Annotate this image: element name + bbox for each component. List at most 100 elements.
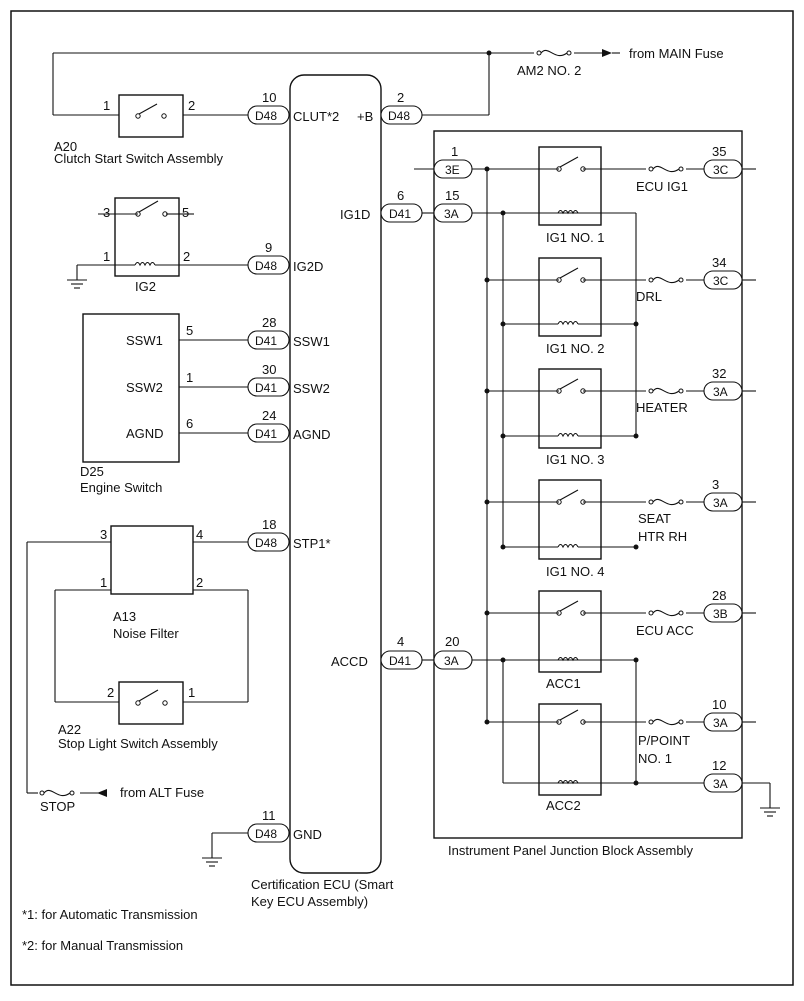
accd-label: ACCD [331, 654, 368, 669]
output-num-1: 35 [712, 144, 726, 159]
ig2-relay [67, 197, 248, 289]
note-1: *1: for Automatic Transmission [22, 907, 198, 922]
fuse-terminal [648, 388, 654, 394]
main-power-wiring [52, 49, 620, 116]
a13-code: A13 [113, 609, 136, 624]
relay-coil-icon [557, 656, 579, 662]
a13-pin4: 4 [196, 527, 203, 542]
a20-pin1: 1 [103, 98, 110, 113]
in-ig1-conn: 3A [444, 207, 459, 221]
jb-bus-wiring [472, 166, 704, 786]
d25-agnd: AGND [126, 426, 164, 441]
ssw2-num: 30 [262, 362, 276, 377]
fuse-terminal [678, 388, 684, 394]
output-conn-3: 3A [713, 385, 728, 399]
am2-fuse-icon [534, 48, 574, 58]
ig1d-num: 6 [397, 188, 404, 203]
d25-code: D25 [80, 464, 104, 479]
ig1d-label: IG1D [340, 207, 370, 222]
fuse-terminal [678, 719, 684, 725]
junction-dot [484, 610, 490, 616]
main-fuse-label: from MAIN Fuse [629, 46, 724, 61]
d25-name: Engine Switch [80, 480, 162, 495]
ssw1-num: 28 [262, 315, 276, 330]
gnd-num: 11 [262, 808, 276, 823]
fuse-terminal [648, 610, 654, 616]
ecu-name-line1: Certification ECU (Smart [251, 877, 394, 892]
ig1d-conn: D41 [389, 207, 411, 221]
fuse-terminal [648, 166, 654, 172]
ssw2-label: SSW2 [293, 381, 330, 396]
relay-switch-arm [559, 156, 579, 168]
jb-ground-wiring [742, 782, 780, 817]
in-acc-conn: 3A [444, 654, 459, 668]
plusb-label: +B [357, 109, 373, 124]
relay-coil-icon [557, 320, 579, 326]
stop-fuse-icon [39, 789, 75, 797]
plusb-conn: D48 [388, 109, 410, 123]
ig2d-num: 9 [265, 240, 272, 255]
relay-label-1: IG1 NO. 1 [546, 230, 605, 245]
fuse-label-4-a: SEAT [638, 511, 671, 526]
relay-label-3: IG1 NO. 3 [546, 452, 605, 467]
agnd-conn: D41 [255, 427, 277, 441]
relay-switch-arm [559, 709, 579, 721]
fuse-icon [652, 165, 680, 173]
ig2-name: IG2 [135, 279, 156, 294]
clut-conn: D48 [255, 109, 277, 123]
output-num-6: 10 [712, 697, 726, 712]
ig2-pin5: 5 [182, 205, 189, 220]
junction-dot [633, 321, 639, 327]
junction-dot [633, 544, 639, 550]
d25-ssw1: SSW1 [126, 333, 163, 348]
relay-switch-arm [559, 489, 579, 501]
junction-dot [500, 544, 506, 550]
fuse-terminal [648, 277, 654, 283]
stop-fuse-label: STOP [40, 799, 75, 814]
ig2-pin2: 2 [183, 249, 190, 264]
fuse-gap [646, 497, 686, 507]
junction-dot [633, 433, 639, 439]
accd-conn: D41 [389, 654, 411, 668]
fuse-label-1: ECU IG1 [636, 179, 688, 194]
fuse-gap [646, 608, 686, 618]
plusb-num: 2 [397, 90, 404, 105]
output-conn-4: 3A [713, 496, 728, 510]
d25-ssw2: SSW2 [126, 380, 163, 395]
a13-name: Noise Filter [113, 626, 179, 641]
a20-pin2: 2 [188, 98, 195, 113]
a20-name: Clutch Start Switch Assembly [54, 151, 224, 166]
stp1-conn: D48 [255, 536, 277, 550]
ssw1-label: SSW1 [293, 334, 330, 349]
in-3e-num: 1 [451, 144, 458, 159]
d25-pin5: 5 [186, 323, 193, 338]
clut-label: CLUT*2 [293, 109, 339, 124]
fuse-terminal [678, 610, 684, 616]
output-conn-7: 3A [713, 777, 728, 791]
fuse-terminal [678, 499, 684, 505]
stp1-label: STP1* [293, 536, 331, 551]
in-acc-num: 20 [445, 634, 459, 649]
gnd-conn: D48 [255, 827, 277, 841]
fuse-terminal [648, 719, 654, 725]
output-conn-6: 3A [713, 716, 728, 730]
output-num-5: 28 [712, 588, 726, 603]
fuse-icon [652, 387, 680, 395]
a22-pin2: 2 [107, 685, 114, 700]
ssw2-conn: D41 [255, 381, 277, 395]
relay-switch-arm [559, 378, 579, 390]
output-conn-2: 3C [713, 274, 729, 288]
junction-block-name: Instrument Panel Junction Block Assembly [448, 843, 693, 858]
ig2-pin1: 1 [103, 249, 110, 264]
relay-coil-icon [557, 543, 579, 549]
in-ig1-num: 15 [445, 188, 459, 203]
fuse-label-6-a: P/POINT [638, 733, 690, 748]
fuse-gap [646, 275, 686, 285]
fuse-terminal [678, 277, 684, 283]
fuse-icon [652, 718, 680, 726]
relay-box [538, 257, 602, 337]
in-3e-conn: 3E [445, 163, 460, 177]
relay-label-2: IG1 NO. 2 [546, 341, 605, 356]
